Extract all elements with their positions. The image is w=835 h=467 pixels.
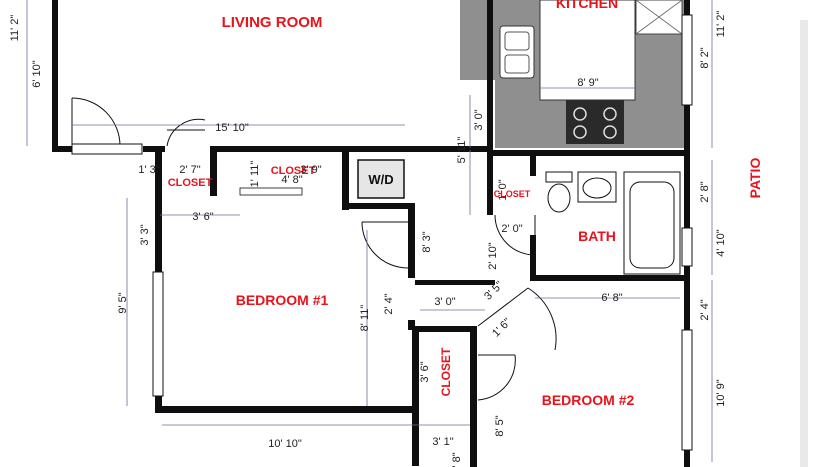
dim-bed1-window-top: 3' 3": [139, 224, 151, 245]
bedroom1-label: BEDROOM #1: [236, 292, 329, 308]
dim-kitchen-window: 8' 2": [699, 47, 711, 68]
hall-closet-label: CLOSET: [271, 165, 316, 177]
living-room-label: LIVING ROOM: [222, 14, 323, 31]
dim-bed1-door-w: 2' 4": [383, 293, 395, 314]
bath-window: [681, 227, 693, 267]
dim-entry-closet-1: 1' 3": [138, 164, 159, 176]
bedroom2-closet-label: CLOSET: [439, 347, 453, 396]
sink-counter: [499, 25, 535, 79]
dim-bed2-window: 2' 4": [699, 299, 711, 320]
closet-door[interactable]: [166, 118, 206, 147]
dim-hall-closet-d: 1' 11": [249, 161, 261, 188]
dim-hall-width: 3' 0": [434, 296, 455, 308]
dim-bath-closet-h: 2' 10": [487, 242, 499, 270]
bedroom2-door[interactable]: [477, 287, 557, 351]
dim-entry-closet-2: 2' 7": [179, 164, 200, 176]
bath-door[interactable]: [494, 214, 536, 256]
toilet-icon: [545, 171, 573, 213]
dim-hall-closet-w: 4' 8": [281, 174, 302, 186]
bath-label: BATH: [578, 228, 616, 244]
bedroom2-closet-door[interactable]: [477, 354, 516, 401]
dim-bath-closet-d: 1' 0": [497, 179, 509, 200]
washer-dryer-box: [357, 159, 405, 199]
bedroom1-door[interactable]: [361, 221, 409, 269]
bath-closet-label: CLOSET: [494, 189, 531, 199]
dim-living-width: 15' 10": [215, 122, 249, 134]
dim-living-height: 11' 2": [9, 15, 21, 42]
bedroom2-label: BEDROOM #2: [542, 392, 635, 408]
kitchen-label: KITCHEN: [556, 0, 618, 11]
bedroom2-window: [681, 329, 693, 451]
dim-kitchen-height: 11' 2": [715, 11, 727, 38]
dim-bed1-width: 10' 10": [268, 438, 302, 450]
dim-bed2-door: 1' 6": [490, 316, 514, 340]
dim-bed2-closet-w: 3' 1": [432, 436, 453, 448]
dim-bed1-door-h: 8' 3": [421, 231, 433, 252]
dim-bed1-inner-h: 8' 11": [359, 305, 371, 332]
kitchen-window: [681, 14, 693, 106]
stove-icon: [566, 100, 624, 144]
dim-bottom-cut: 5' 8": [451, 452, 463, 467]
dim-bed2-left-h: 8' 5": [494, 415, 506, 436]
dim-living-window: 6' 10": [31, 60, 43, 88]
dim-bath-height: 4' 10": [715, 229, 727, 257]
dim-bed2-width: 6' 8": [601, 292, 622, 304]
dim-bed2-height: 10' 9": [715, 379, 727, 407]
dim-bed2-closet-h: 3' 6": [419, 361, 431, 382]
dim-hall-closet-w2: 3' 9": [300, 164, 321, 176]
dim-bath-right-h: 2' 8": [699, 181, 711, 202]
dimension-lines: [26, 0, 713, 462]
dim-kitchen-width: 8' 9": [577, 77, 598, 89]
dim-bed1-closet-w: 3' 6": [192, 211, 213, 223]
bathtub-icon: [623, 171, 681, 275]
kitchen-island-area: [539, 0, 636, 101]
washer-dryer-label: W/D: [368, 172, 393, 187]
entry-closet-label: CLOSET: [168, 177, 213, 189]
dim-bath-closet-w: 2' 0": [501, 223, 522, 235]
dim-hall-height: 5' 11": [456, 137, 468, 164]
dim-bed1-height: 9' 5": [117, 292, 129, 313]
patio-label: PATIO: [747, 158, 763, 199]
bath-sink-icon: [577, 171, 617, 203]
entry-door[interactable]: [71, 97, 143, 155]
bedroom1-window: [152, 271, 164, 397]
dim-kitchen-counter: 3' 0": [473, 109, 485, 130]
